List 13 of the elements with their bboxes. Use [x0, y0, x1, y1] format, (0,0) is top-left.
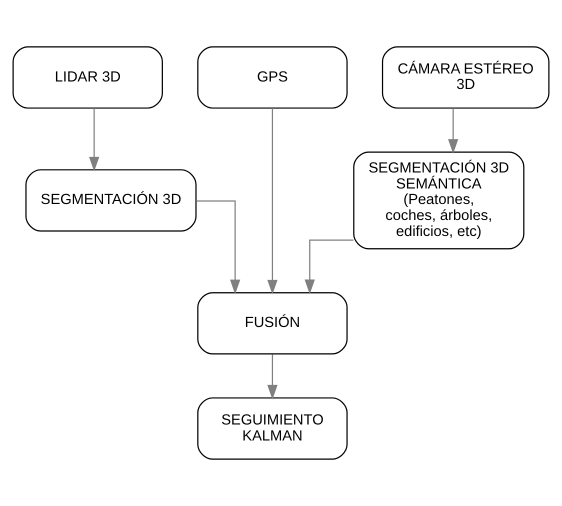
arrow [89, 108, 100, 172]
arrow [196, 200, 240, 294]
arrow [267, 354, 278, 400]
node-box: FUSIÓN [197, 292, 348, 355]
arrow [304, 240, 354, 294]
node-box: CÁMARA ESTÉREO 3D [382, 46, 550, 109]
node-box: GPS [197, 46, 348, 109]
node-box: SEGMENTACIÓN 3D [25, 169, 197, 232]
node-box: SEGUIMIENTO KALMAN [197, 397, 348, 460]
node-box: LIDAR 3D [12, 46, 163, 109]
node-box: SEGMENTACIÓN 3D SEMÁNTICA (Peatones, coches, árboles, edificios, etc) [353, 151, 524, 250]
arrow [448, 108, 458, 154]
arrow [267, 108, 278, 295]
